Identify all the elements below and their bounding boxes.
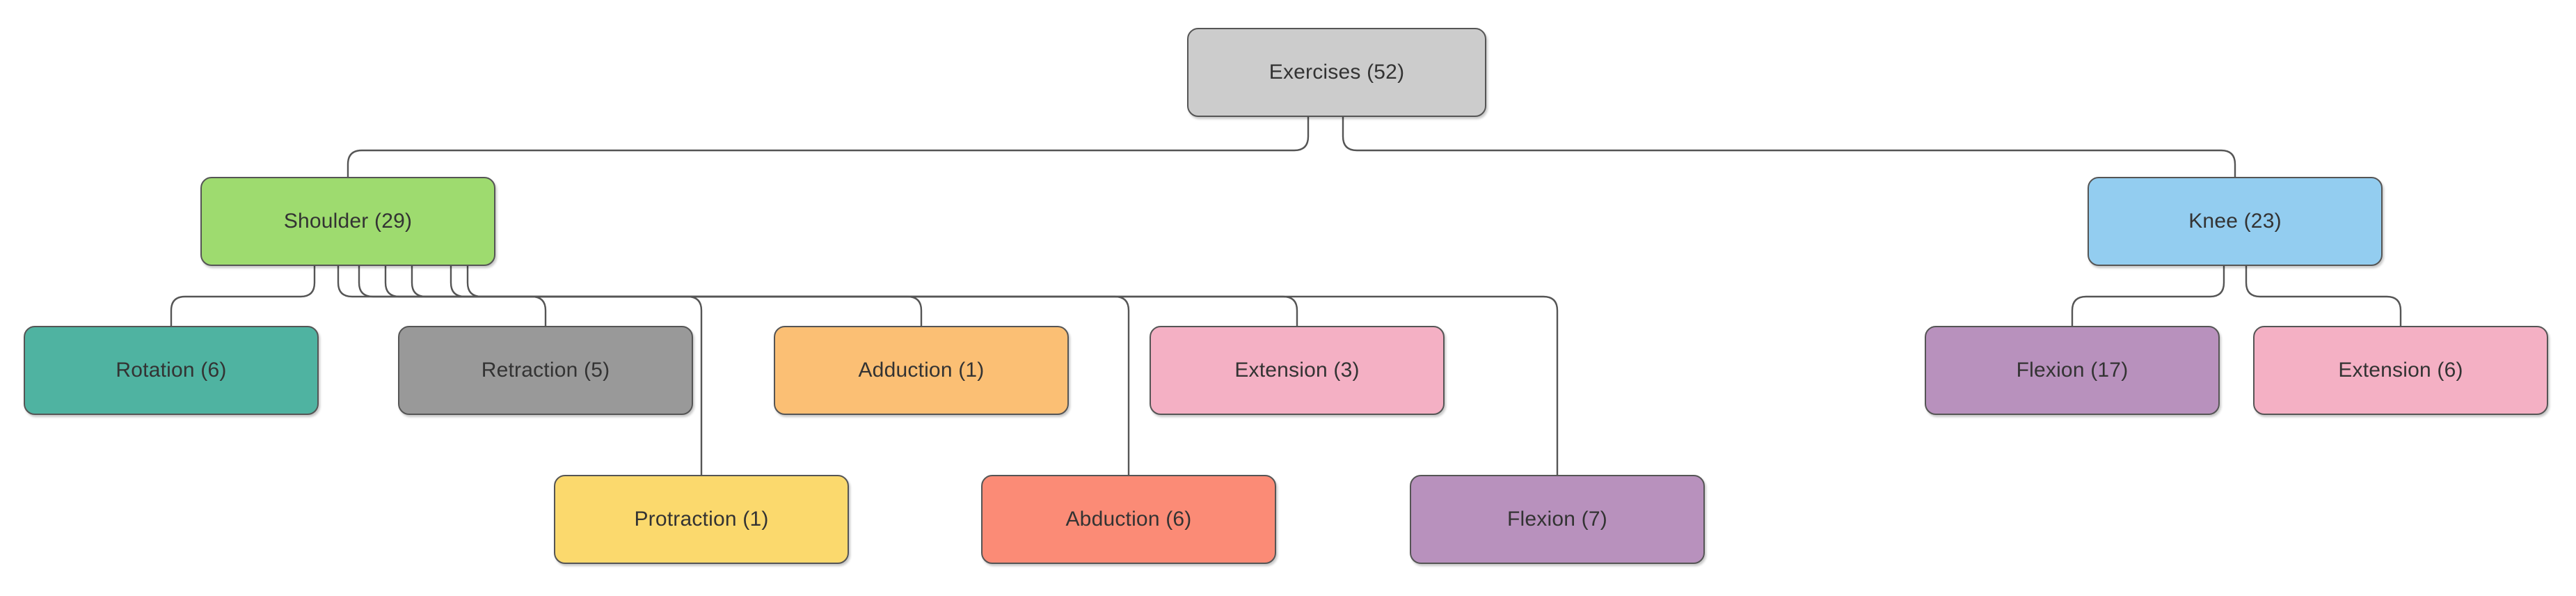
tree-node-label: Extension (6) (2338, 359, 2463, 382)
tree-node-shoulder-flexion[interactable]: Flexion (7) (1410, 475, 1705, 564)
tree-node-exercises[interactable]: Exercises (52) (1187, 28, 1486, 117)
tree-node-shoulder-retraction[interactable]: Retraction (5) (398, 326, 693, 415)
tree-node-label: Rotation (6) (116, 359, 227, 382)
tree-node-shoulder-rotation[interactable]: Rotation (6) (24, 326, 319, 415)
tree-node-shoulder-adduction[interactable]: Adduction (1) (774, 326, 1069, 415)
tree-node-shoulder-abduction[interactable]: Abduction (6) (981, 475, 1276, 564)
tree-node-label: Flexion (7) (1507, 508, 1607, 531)
tree-node-label: Flexion (17) (2016, 359, 2129, 382)
tree-node-label: Extension (3) (1234, 359, 1360, 382)
tree-node-shoulder-extension[interactable]: Extension (3) (1150, 326, 1445, 415)
tree-node-knee-extension[interactable]: Extension (6) (2253, 326, 2548, 415)
tree-node-knee[interactable]: Knee (23) (2088, 177, 2383, 266)
tree-node-label: Exercises (52) (1269, 61, 1405, 84)
tree-node-label: Shoulder (29) (283, 210, 413, 233)
tree-node-label: Abduction (6) (1065, 508, 1192, 531)
tree-node-label: Retraction (5) (481, 359, 610, 382)
tree-node-label: Protraction (1) (634, 508, 769, 531)
tree-node-shoulder-protraction[interactable]: Protraction (1) (554, 475, 849, 564)
tree-node-shoulder[interactable]: Shoulder (29) (200, 177, 495, 266)
tree-node-label: Adduction (1) (858, 359, 985, 382)
tree-node-label: Knee (23) (2188, 210, 2282, 233)
tree-node-knee-flexion[interactable]: Flexion (17) (1925, 326, 2220, 415)
